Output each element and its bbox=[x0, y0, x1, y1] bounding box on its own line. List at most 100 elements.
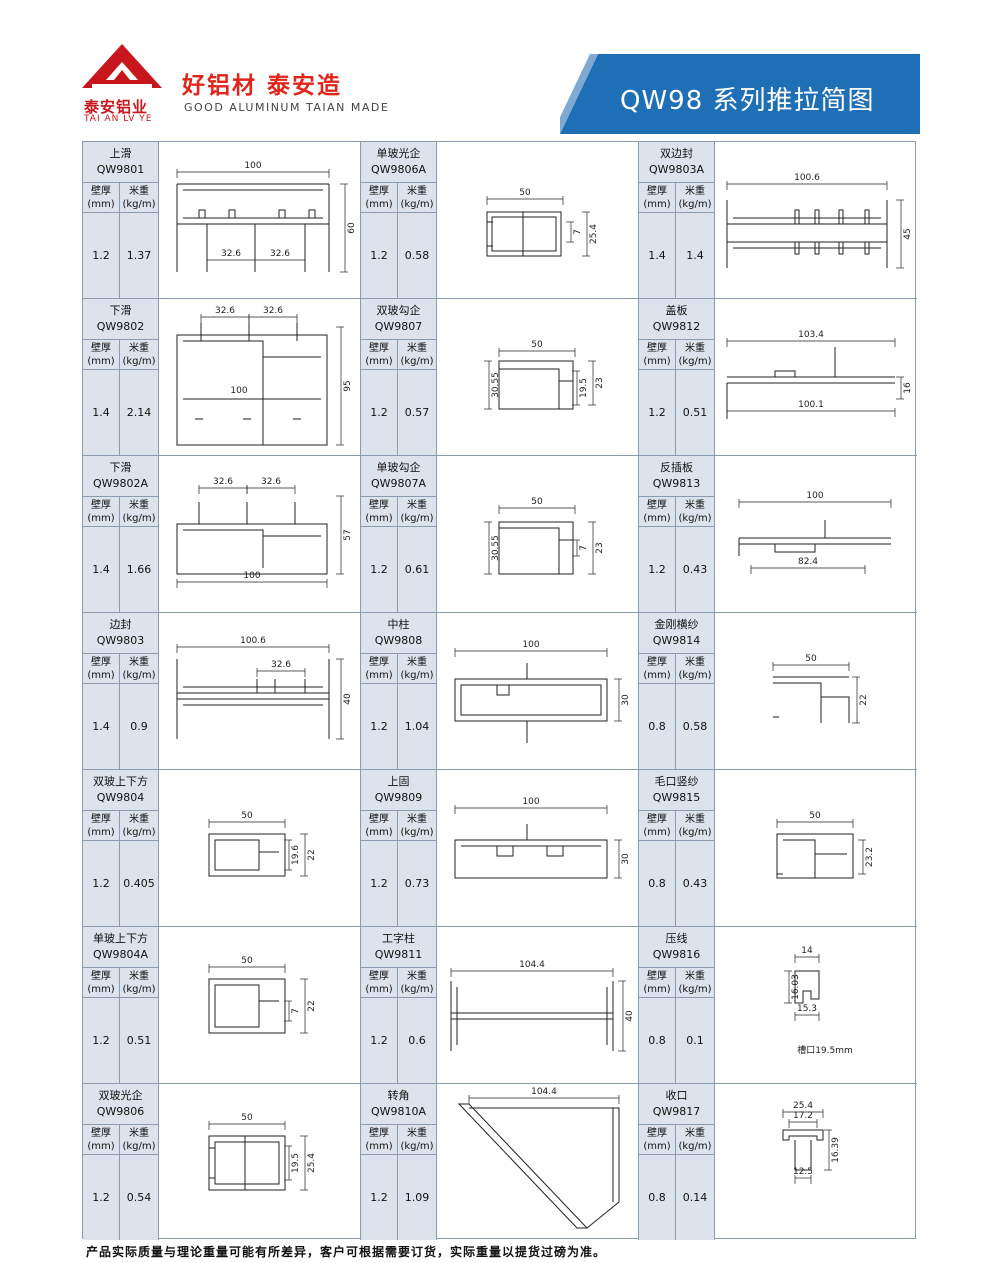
dimension-label: 40 bbox=[625, 1010, 635, 1022]
brand-name-cn: 泰安铝业 bbox=[84, 98, 149, 116]
dimension-label: 104.4 bbox=[531, 1087, 557, 1097]
thickness-value: 1.2 bbox=[361, 370, 398, 455]
dimension-label: 7 bbox=[573, 229, 583, 235]
profile-name-cn: 盖板 bbox=[665, 304, 688, 317]
profile-outline: 104.440 bbox=[450, 960, 635, 1052]
weight-unit: (kg/m) bbox=[122, 199, 156, 210]
dimension-label: 32.6 bbox=[221, 249, 241, 259]
thickness-label: 壁厚 bbox=[647, 500, 667, 511]
thickness-unit: (mm) bbox=[643, 984, 671, 995]
thickness-label: 壁厚 bbox=[91, 1128, 111, 1139]
thickness-unit: (mm) bbox=[643, 827, 671, 838]
weight-unit: (kg/m) bbox=[400, 827, 434, 838]
thickness-header: 壁厚(mm) bbox=[361, 968, 398, 998]
weight-value: 0.58 bbox=[682, 720, 708, 733]
profile-name-cn: 中柱 bbox=[387, 618, 410, 631]
dimension-label: 32.6 bbox=[271, 660, 291, 670]
thickness-header: 壁厚(mm) bbox=[639, 1125, 676, 1155]
dimension-label: 25.4 bbox=[793, 1101, 813, 1111]
thickness-label: 壁厚 bbox=[91, 814, 111, 825]
weight-unit: (kg/m) bbox=[678, 670, 712, 681]
weight-label: 米重 bbox=[129, 971, 149, 982]
weight-value: 0.51 bbox=[682, 406, 708, 419]
weight-header: 米重(kg/m) bbox=[676, 654, 714, 684]
dimension-label: 40 bbox=[343, 693, 353, 705]
weight-label: 米重 bbox=[685, 1128, 705, 1139]
dimension-label: 100 bbox=[243, 571, 260, 581]
dimension-label: 32.6 bbox=[263, 306, 283, 316]
dimension-label: 50 bbox=[805, 654, 817, 664]
profile-code: QW9811 bbox=[374, 948, 423, 961]
profile-code: QW9803 bbox=[96, 634, 145, 647]
dimension-label: 50 bbox=[241, 811, 253, 821]
weight-unit: (kg/m) bbox=[678, 1141, 712, 1152]
weight-header: 米重 (kg/m) bbox=[120, 183, 158, 213]
thickness-unit: (mm) bbox=[643, 670, 671, 681]
thickness-label: 壁厚 bbox=[91, 500, 111, 511]
profile-code: QW9810A bbox=[370, 1105, 427, 1118]
slogan-en: GOOD ALUMINUM TAIAN MADE bbox=[184, 101, 390, 114]
profile-code: QW9807 bbox=[374, 320, 423, 333]
weight-header: 米重(kg/m) bbox=[398, 497, 436, 527]
thickness-header: 壁厚(mm) bbox=[361, 183, 398, 213]
profile-code: QW9807A bbox=[370, 477, 427, 490]
weight-unit: (kg/m) bbox=[678, 356, 712, 367]
dimension-label: 12.5 bbox=[793, 1167, 813, 1177]
weight-header: 米重(kg/m) bbox=[120, 1125, 158, 1155]
thickness-label: 壁厚 bbox=[647, 814, 667, 825]
thickness-label: 壁厚 bbox=[369, 814, 389, 825]
weight-value: 0.43 bbox=[682, 563, 708, 576]
dimension-label: 22 bbox=[307, 1000, 317, 1011]
dimension-label: 32.6 bbox=[270, 249, 290, 259]
weight-label: 米重 bbox=[129, 186, 149, 197]
weight-header: 米重(kg/m) bbox=[398, 1125, 436, 1155]
weight-unit: (kg/m) bbox=[678, 984, 712, 995]
thickness-value: 1.2 bbox=[83, 998, 120, 1083]
thickness-unit: (mm) bbox=[365, 199, 393, 210]
thickness-value: 1.2 bbox=[361, 527, 398, 612]
thickness-label: 壁厚 bbox=[647, 186, 667, 197]
dimension-label: 32.6 bbox=[215, 306, 235, 316]
thickness-label: 壁厚 bbox=[647, 1128, 667, 1139]
dimension-label: 100 bbox=[522, 640, 539, 650]
footer-note: 产品实际质量与理论重量可能有所差异，客户可根据需要订货，实际重量以提货过磅为准。 bbox=[86, 1245, 607, 1259]
